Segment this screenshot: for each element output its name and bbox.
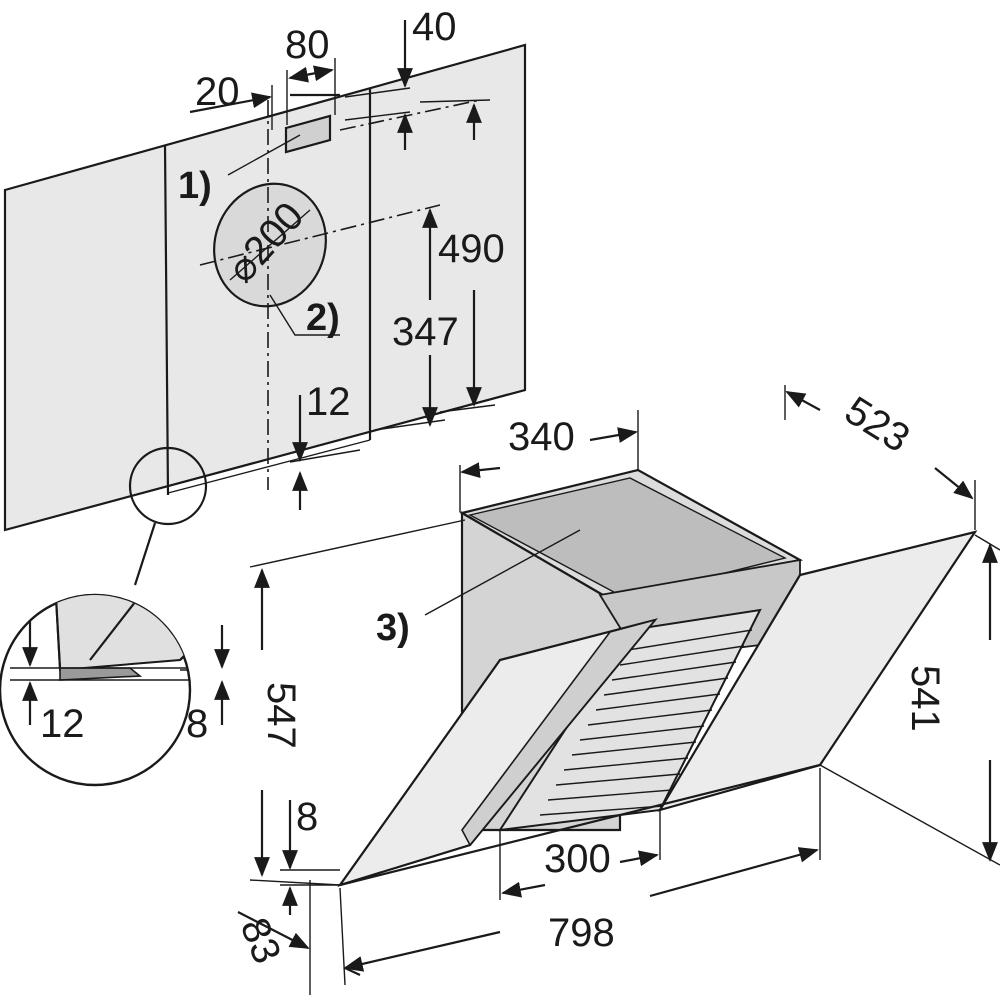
dim-541-label: 541	[903, 665, 947, 732]
dim-798	[339, 768, 821, 986]
dim-340-label: 340	[508, 415, 575, 459]
detail-magnifier	[0, 593, 230, 787]
cooker-hood	[337, 468, 978, 888]
dim-300-label: 300	[544, 837, 611, 881]
dim-547-label: 547	[259, 682, 303, 749]
dim-490-label: 490	[438, 227, 505, 271]
dim-83	[237, 880, 361, 995]
dim-83-label: 83	[232, 912, 289, 970]
dim-top	[189, 20, 413, 150]
detail-leader	[133, 522, 157, 586]
detail-callout-small	[128, 446, 208, 526]
dim-40-label: 40	[412, 5, 457, 49]
dim-12-detail-label: 12	[40, 702, 85, 746]
dim-8-detail-label: 8	[186, 702, 208, 746]
dim-20-label: 20	[195, 70, 240, 114]
electrical-socket	[284, 114, 332, 154]
label-3: 3)	[376, 607, 410, 649]
dim-490	[419, 99, 496, 413]
dim-80-label: 80	[285, 23, 330, 67]
dim-547	[249, 519, 466, 886]
dim-8-front-label: 8	[296, 795, 318, 839]
dim-523	[784, 385, 976, 530]
dim-541	[819, 534, 1000, 866]
dim-300	[499, 810, 661, 900]
dim-12-wall	[289, 395, 361, 510]
leader-2	[269, 294, 340, 336]
leader-1	[227, 134, 301, 176]
dim-347	[374, 208, 446, 431]
dim-798-label: 798	[548, 911, 615, 955]
dim-523-label: 523	[837, 388, 917, 461]
label-2: 2)	[306, 297, 340, 339]
label-1: 1)	[178, 165, 212, 207]
dim-12-wall-label: 12	[306, 380, 351, 424]
leader-3	[424, 529, 581, 616]
dim-347-label: 347	[392, 310, 459, 354]
dim-340	[459, 410, 639, 512]
